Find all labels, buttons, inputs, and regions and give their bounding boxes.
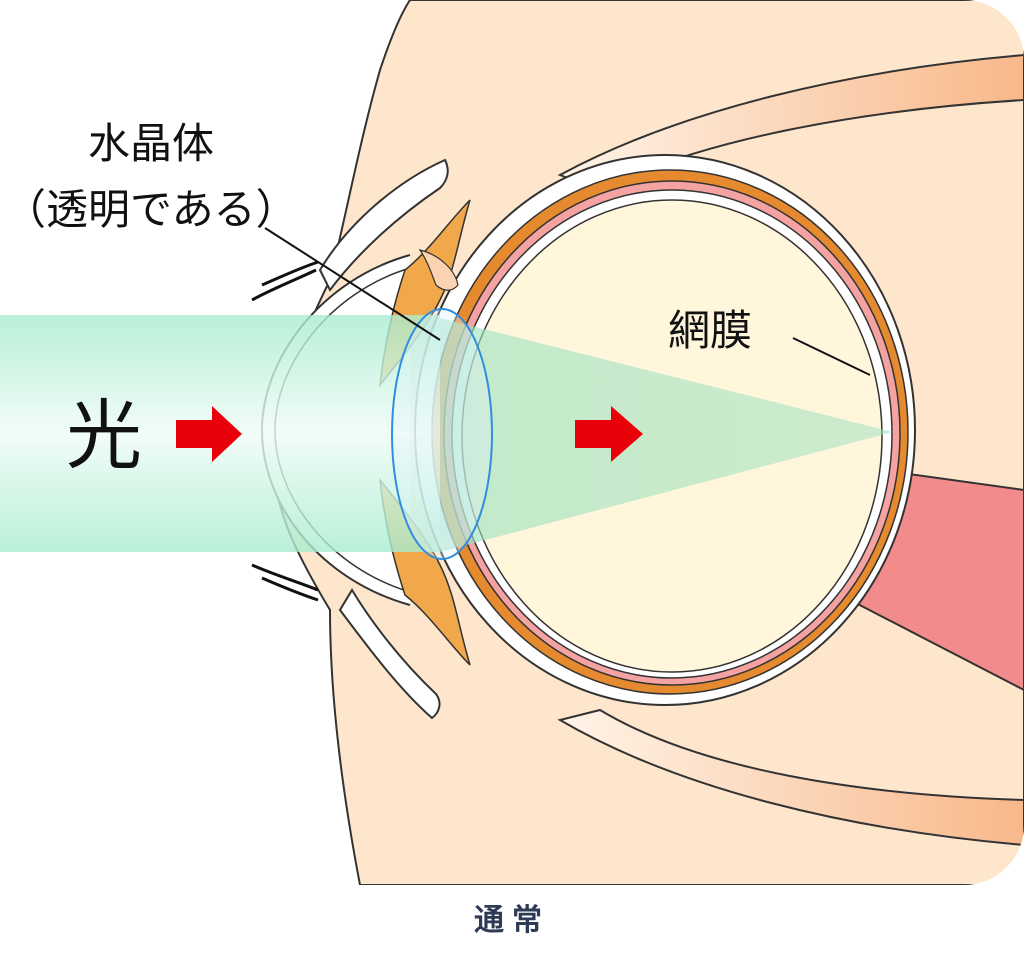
lens-label-line1: 水晶体 xyxy=(88,119,214,168)
lower-eyelash xyxy=(251,563,319,602)
retina-label: 網膜 xyxy=(668,306,752,355)
lens xyxy=(391,308,493,560)
upper-eyelash xyxy=(251,260,319,302)
light-label: 光 xyxy=(66,391,142,480)
focus-cone xyxy=(440,318,893,552)
retina-leader-line xyxy=(792,337,871,376)
light-arrow-right xyxy=(575,406,643,462)
lower-muscle xyxy=(557,708,1024,847)
lower-eyelid xyxy=(338,588,441,720)
light-arrow-left xyxy=(176,406,242,462)
lens-label-line2: （透明である） xyxy=(4,185,298,234)
ciliary-upper xyxy=(418,249,459,291)
lens-leader-line xyxy=(264,227,441,341)
upper-eyelid xyxy=(318,158,449,292)
caption: 通常 xyxy=(474,903,550,938)
